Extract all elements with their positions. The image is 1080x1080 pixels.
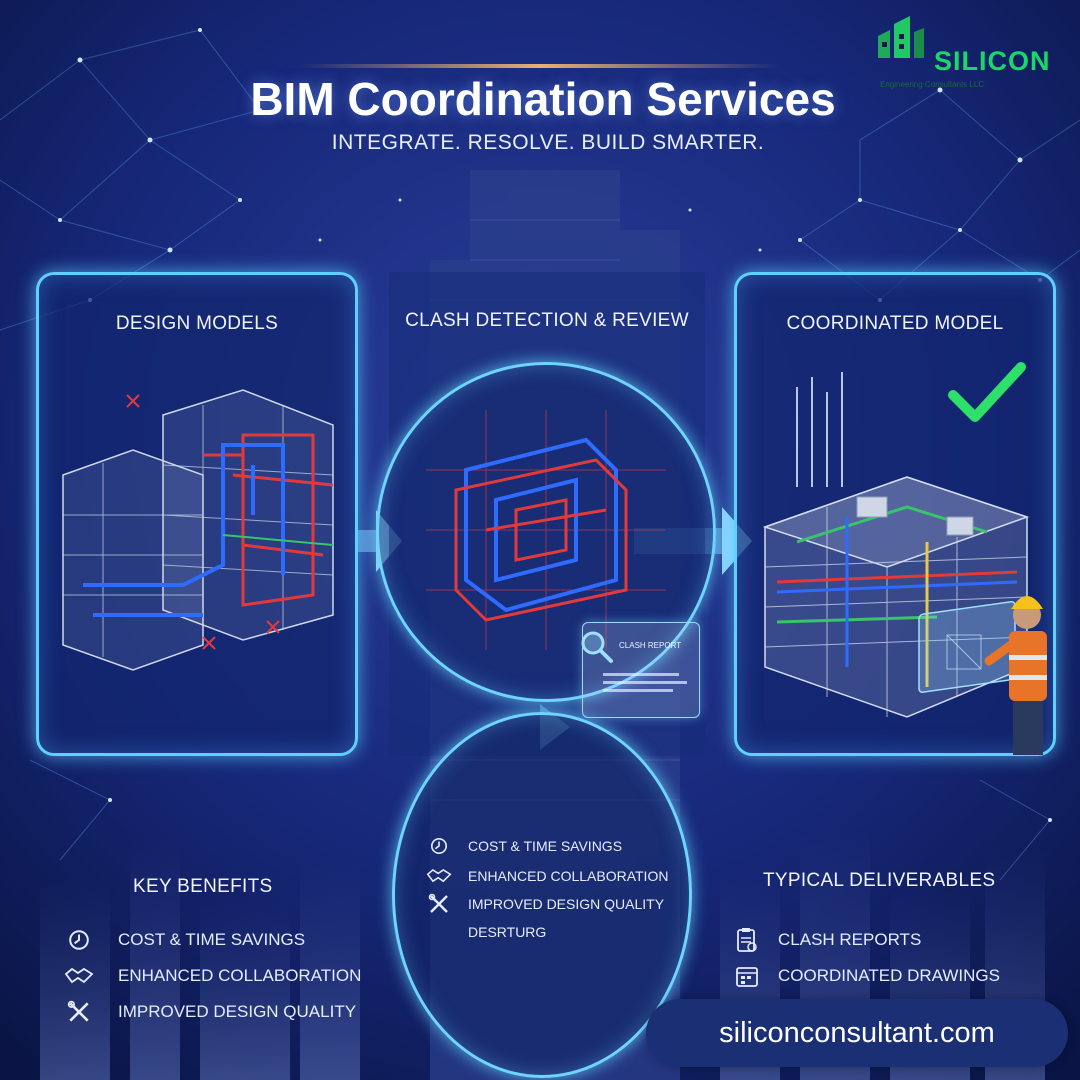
- report-line: [603, 681, 687, 684]
- inner-benefit-item: DESRTURG: [424, 920, 546, 944]
- benefit-label: COST & TIME SAVINGS: [118, 930, 306, 949]
- design-models-title: DESIGN MODELS: [115, 313, 279, 334]
- deliverable-item: COORDINATED DRAWINGS: [732, 964, 1000, 988]
- report-icon: [732, 928, 762, 952]
- benefit-item: IMPROVED DESIGN QUALITY: [64, 1000, 356, 1024]
- deliverables-heading: TYPICAL DELIVERABLES: [763, 870, 996, 891]
- design-models-panel: DESIGN MODELS: [36, 272, 358, 756]
- coordinated-model-panel: COORDINATED MODEL: [734, 272, 1056, 756]
- drawings-icon: [732, 964, 762, 988]
- checkmark-icon: [948, 362, 1026, 422]
- brand-name: SILICON: [934, 46, 1051, 76]
- brand-tagline: Engineering Consultants LLC: [880, 80, 985, 89]
- website-link[interactable]: siliconconsultant.com: [646, 999, 1068, 1067]
- benefit-item: ENHANCED COLLABORATION: [64, 964, 361, 988]
- clock-icon: [424, 834, 454, 858]
- clash-detection-illustration: [426, 410, 666, 650]
- design-models-illustration: [62, 389, 334, 671]
- clock-icon: [64, 928, 94, 952]
- coordinated-model-title: COORDINATED MODEL: [786, 313, 1004, 334]
- deliverable-label: CLASH REPORTS: [778, 930, 922, 949]
- tools-icon: [424, 892, 454, 916]
- report-line: [603, 689, 673, 692]
- benefit-label: IMPROVED DESIGN QUALITY: [118, 1002, 357, 1021]
- handshake-icon: [424, 864, 454, 888]
- title-glow-line: [300, 64, 780, 68]
- website-url[interactable]: siliconconsultant.com: [719, 1016, 995, 1049]
- engineer-figure: [918, 596, 1047, 755]
- inner-benefit-label: DESRTURG: [468, 924, 547, 940]
- brand-logo: SILICON Engineering Consultants LLC: [876, 14, 1066, 89]
- benefit-item: COST & TIME SAVINGS: [64, 928, 305, 952]
- clash-detection-title: CLASH DETECTION & REVIEW: [405, 310, 689, 331]
- inner-benefit-item: ENHANCED COLLABORATION: [424, 864, 668, 888]
- tools-icon: [64, 1000, 94, 1024]
- key-benefits-heading: KEY BENEFITS: [133, 876, 273, 897]
- inner-benefit-label: ENHANCED COLLABORATION: [468, 868, 669, 884]
- report-line: [603, 673, 679, 676]
- deliverable-item: CLASH REPORTS: [732, 928, 921, 952]
- coordinated-model-illustration: [762, 372, 1030, 718]
- clash-report-title: CLASH REPORT: [619, 641, 682, 650]
- inner-benefit-label: COST & TIME SAVINGS: [468, 838, 623, 854]
- page-title: BIM Coordination Services: [250, 73, 836, 125]
- clash-report-card: CLASH REPORT: [581, 622, 700, 718]
- inner-benefit-item: COST & TIME SAVINGS: [424, 834, 622, 858]
- magnifier-icon: [581, 631, 613, 663]
- benefits-ring: [392, 712, 692, 1078]
- benefit-label: ENHANCED COLLABORATION: [118, 966, 362, 985]
- inner-benefit-label: IMPROVED DESIGN QUALITY: [468, 896, 665, 912]
- handshake-icon: [64, 964, 94, 988]
- deliverable-label: COORDINATED DRAWINGS: [778, 966, 1000, 985]
- inner-benefit-item: IMPROVED DESIGN QUALITY: [424, 892, 664, 916]
- page-tagline: INTEGRATE. RESOLVE. BUILD SMARTER.: [331, 131, 765, 154]
- brand-building-icon: [878, 16, 924, 58]
